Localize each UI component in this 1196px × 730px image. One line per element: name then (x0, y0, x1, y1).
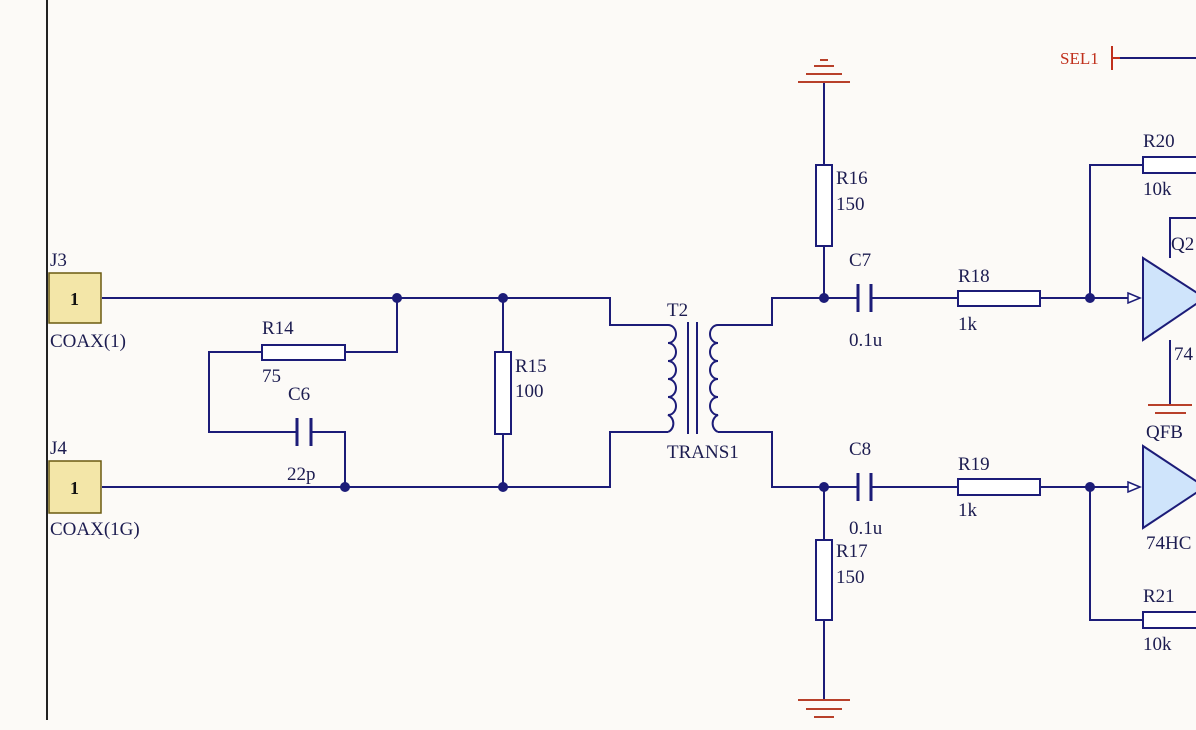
connector-j4-ref: J4 (50, 438, 67, 459)
junction (1085, 293, 1095, 303)
transformer-secondary-coil (709, 324, 719, 433)
junction (1085, 482, 1095, 492)
resistor-r17-ref: R17 (836, 541, 868, 562)
net-label-sel1-text: SEL1 (1060, 49, 1099, 68)
resistor-r20-body[interactable] (1142, 156, 1196, 174)
capacitor-c8[interactable]: C8 0.1u (849, 439, 883, 539)
resistor-r18-value: 1k (958, 314, 978, 335)
resistor-r21-ref: R21 (1143, 586, 1175, 607)
wire-r21-feedback (1089, 487, 1143, 621)
wire-sec-top (718, 297, 858, 326)
resistor-r15-body[interactable] (494, 351, 512, 435)
resistor-r17[interactable]: R17 150 (815, 539, 868, 621)
net-label-sel1[interactable]: SEL1 (1060, 46, 1120, 70)
resistor-r20-value: 10k (1143, 179, 1172, 200)
capacitor-c8-value: 0.1u (849, 518, 883, 539)
transformer-primary-coil (667, 324, 677, 433)
ground-bottom (798, 699, 850, 718)
resistor-r16[interactable]: R16 150 (815, 164, 868, 247)
transformer-value: TRANS1 (667, 442, 739, 463)
buffer-qfb-input-arrow-icon (1127, 480, 1142, 494)
connector-j3-body[interactable] (48, 272, 102, 324)
buffer-q2[interactable]: Q2 74 (1127, 234, 1196, 365)
capacitor-c6[interactable]: C6 22p (287, 384, 316, 485)
wire-sec-bottom (718, 431, 858, 488)
resistor-r16-value: 150 (836, 194, 865, 215)
resistor-r18[interactable]: R18 1k (957, 266, 1041, 335)
resistor-r17-body[interactable] (815, 539, 833, 621)
wire-r14-right (345, 298, 398, 353)
resistor-r14-ref: R14 (262, 318, 294, 339)
ground-q2 (1148, 404, 1192, 414)
junctions (340, 293, 1095, 492)
connector-j3-pin: 1 (70, 289, 79, 309)
buffer-q2-ref: Q2 (1171, 234, 1194, 255)
wire-c6-right (312, 431, 346, 487)
buffer-qfb-body[interactable] (1142, 444, 1196, 530)
resistor-r17-value: 150 (836, 567, 865, 588)
buffer-q2-value: 74 (1174, 344, 1194, 365)
resistor-r20[interactable]: R20 10k (1142, 131, 1196, 200)
capacitor-c8-ref: C8 (849, 439, 871, 460)
junction (819, 482, 829, 492)
buffer-qfb[interactable]: QFB 74HC (1127, 422, 1196, 554)
buffer-qfb-value: 74HC (1146, 533, 1191, 554)
resistor-r21[interactable]: R21 10k (1142, 586, 1196, 655)
resistor-r19-ref: R19 (958, 454, 990, 475)
buffer-q2-body[interactable] (1142, 256, 1196, 342)
connector-j4-pin: 1 (70, 478, 79, 498)
capacitor-c7-value: 0.1u (849, 330, 883, 351)
wire-top-input (102, 297, 668, 326)
buffer-q2-input-arrow-icon (1127, 291, 1142, 305)
resistor-r21-value: 10k (1143, 634, 1172, 655)
resistor-r15-ref: R15 (515, 356, 547, 377)
ground-top (798, 59, 850, 112)
capacitor-c6-ref: C6 (288, 384, 310, 405)
connector-j3[interactable]: 1 J3 COAX(1) (48, 250, 126, 352)
resistor-r14[interactable]: R14 75 (261, 318, 346, 387)
resistor-r21-body[interactable] (1142, 611, 1196, 629)
resistor-r19[interactable]: R19 1k (957, 454, 1041, 521)
connector-j4[interactable]: 1 J4 COAX(1G) (48, 438, 140, 540)
resistor-r16-body[interactable] (815, 164, 833, 247)
wire-r14-left (208, 351, 296, 433)
capacitor-c7-ref: C7 (849, 250, 871, 271)
connector-j3-value: COAX(1) (50, 331, 126, 352)
junction (498, 293, 508, 303)
resistor-r19-value: 1k (958, 500, 978, 521)
resistor-r15-value: 100 (515, 381, 544, 402)
resistor-r14-body[interactable] (261, 344, 346, 361)
connector-j4-body[interactable] (48, 460, 102, 514)
resistor-r18-ref: R18 (958, 266, 990, 287)
connector-j3-ref: J3 (50, 250, 67, 271)
wire-bottom-input (102, 431, 668, 488)
wire-q2-top (1169, 217, 1196, 258)
resistor-r14-value: 75 (262, 366, 281, 387)
capacitor-c6-value: 22p (287, 464, 316, 485)
resistor-r18-body[interactable] (957, 290, 1041, 307)
resistor-r20-ref: R20 (1143, 131, 1175, 152)
resistor-r15[interactable]: R15 100 (494, 351, 547, 435)
junction (392, 293, 402, 303)
transformer-t2[interactable]: T2 TRANS1 (667, 300, 739, 463)
buffer-qfb-ref: QFB (1146, 422, 1183, 443)
junction (340, 482, 350, 492)
resistor-r16-ref: R16 (836, 168, 868, 189)
junction (498, 482, 508, 492)
wire-r20-feedback (1089, 164, 1143, 298)
capacitor-c7[interactable]: C7 0.1u (849, 250, 883, 351)
resistor-r19-body[interactable] (957, 478, 1041, 496)
transformer-ref: T2 (667, 300, 688, 321)
connector-j4-value: COAX(1G) (50, 519, 140, 540)
junction (819, 293, 829, 303)
